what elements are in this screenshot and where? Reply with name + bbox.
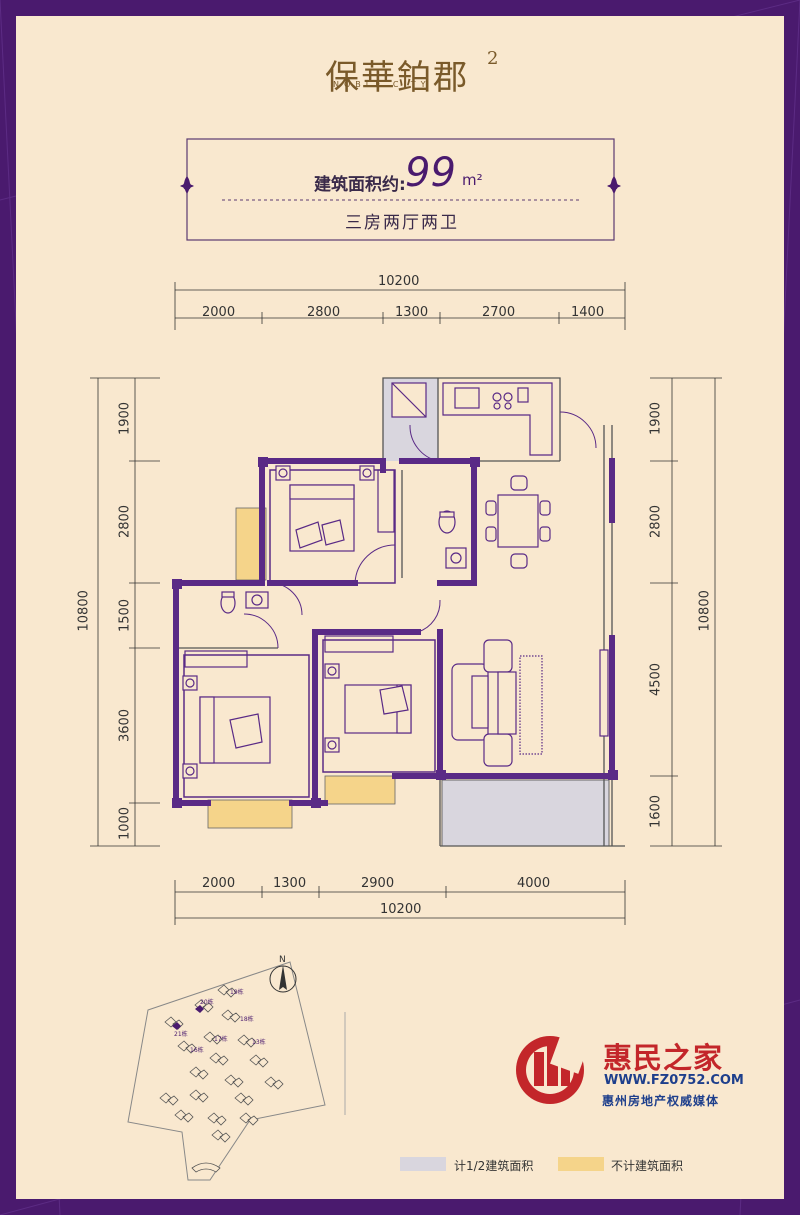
legend-swatch-half-area <box>400 1157 446 1171</box>
kitchen-counter <box>442 382 553 456</box>
bldg-label-21: 21栋 <box>174 1030 188 1038</box>
bottom-dim-4: 4000 <box>517 876 551 891</box>
bottom-dim-1: 2000 <box>202 876 236 891</box>
top-dim-1: 2000 <box>202 305 236 320</box>
project-logo-text: 保華鉑郡 <box>325 58 469 98</box>
project-logo-subtitle: NOBLE CITY <box>333 80 431 89</box>
bldg-label-17: 17栋 <box>214 1035 228 1043</box>
living-furniture <box>451 639 609 767</box>
bed-1 <box>289 484 355 552</box>
area-value: 99 <box>405 150 456 196</box>
bay-window-2 <box>207 799 293 829</box>
left-fleur-ornament <box>180 176 194 194</box>
site-highlight <box>172 1005 204 1030</box>
brand-logo-icon <box>516 1030 592 1104</box>
top-dim-4: 2700 <box>482 305 516 320</box>
project-logo-sup: 2 <box>487 48 499 69</box>
bldg-label-13: 13栋 <box>252 1038 266 1046</box>
area-unit: m² <box>462 171 483 189</box>
media-brand-url[interactable]: WWW.FZ0752.COM <box>604 1073 744 1088</box>
paper-background <box>16 16 784 1199</box>
bldg-label-18: 18栋 <box>240 1015 254 1023</box>
bottom-total-dim: 10200 <box>380 902 422 917</box>
legend-swatch-no-area <box>558 1157 604 1171</box>
legend-label-no-area: 不计建筑面积 <box>611 1159 684 1173</box>
top-total-dim: 10200 <box>378 274 420 289</box>
media-brand-slogan: 惠州房地产权威媒体 <box>602 1094 720 1108</box>
dining-set <box>485 475 551 569</box>
left-dimension-lines <box>90 377 160 847</box>
doors <box>243 411 597 649</box>
site-buildings <box>159 984 284 1173</box>
north-compass-icon <box>269 965 297 993</box>
bldg-label-19: 19栋 <box>230 988 244 996</box>
north-label: N <box>279 955 286 965</box>
title-box <box>180 138 621 241</box>
bottom-dim-2: 1300 <box>273 876 307 891</box>
bed-2 <box>199 696 271 764</box>
top-dimension-lines <box>174 282 626 330</box>
area-label: 建筑面积约: <box>314 175 406 195</box>
bottom-dimension-lines <box>174 880 626 925</box>
media-brand-name: 惠民之家 <box>603 1041 724 1075</box>
bed-3 <box>344 684 412 734</box>
bathroom-fixtures <box>220 382 467 614</box>
wardrobes <box>184 469 395 668</box>
top-dim-3: 1300 <box>395 305 429 320</box>
site-boundary <box>127 961 326 1181</box>
bldg-label-20: 20栋 <box>200 998 214 1006</box>
balcony-half-area <box>441 779 610 847</box>
bottom-dim-3: 2900 <box>361 876 395 891</box>
layout-type: 三房两厅两卫 <box>345 213 459 233</box>
bay-window-3 <box>324 775 396 805</box>
legend-label-half-area: 计1/2建筑面积 <box>454 1159 534 1173</box>
bldg-label-16: 16栋 <box>190 1046 204 1054</box>
right-dimension-lines <box>650 377 722 847</box>
top-dim-2: 2800 <box>307 305 341 320</box>
right-fleur-ornament <box>607 176 621 194</box>
pillars <box>172 457 618 808</box>
top-dim-5: 1400 <box>571 305 605 320</box>
nightstands <box>182 465 375 779</box>
